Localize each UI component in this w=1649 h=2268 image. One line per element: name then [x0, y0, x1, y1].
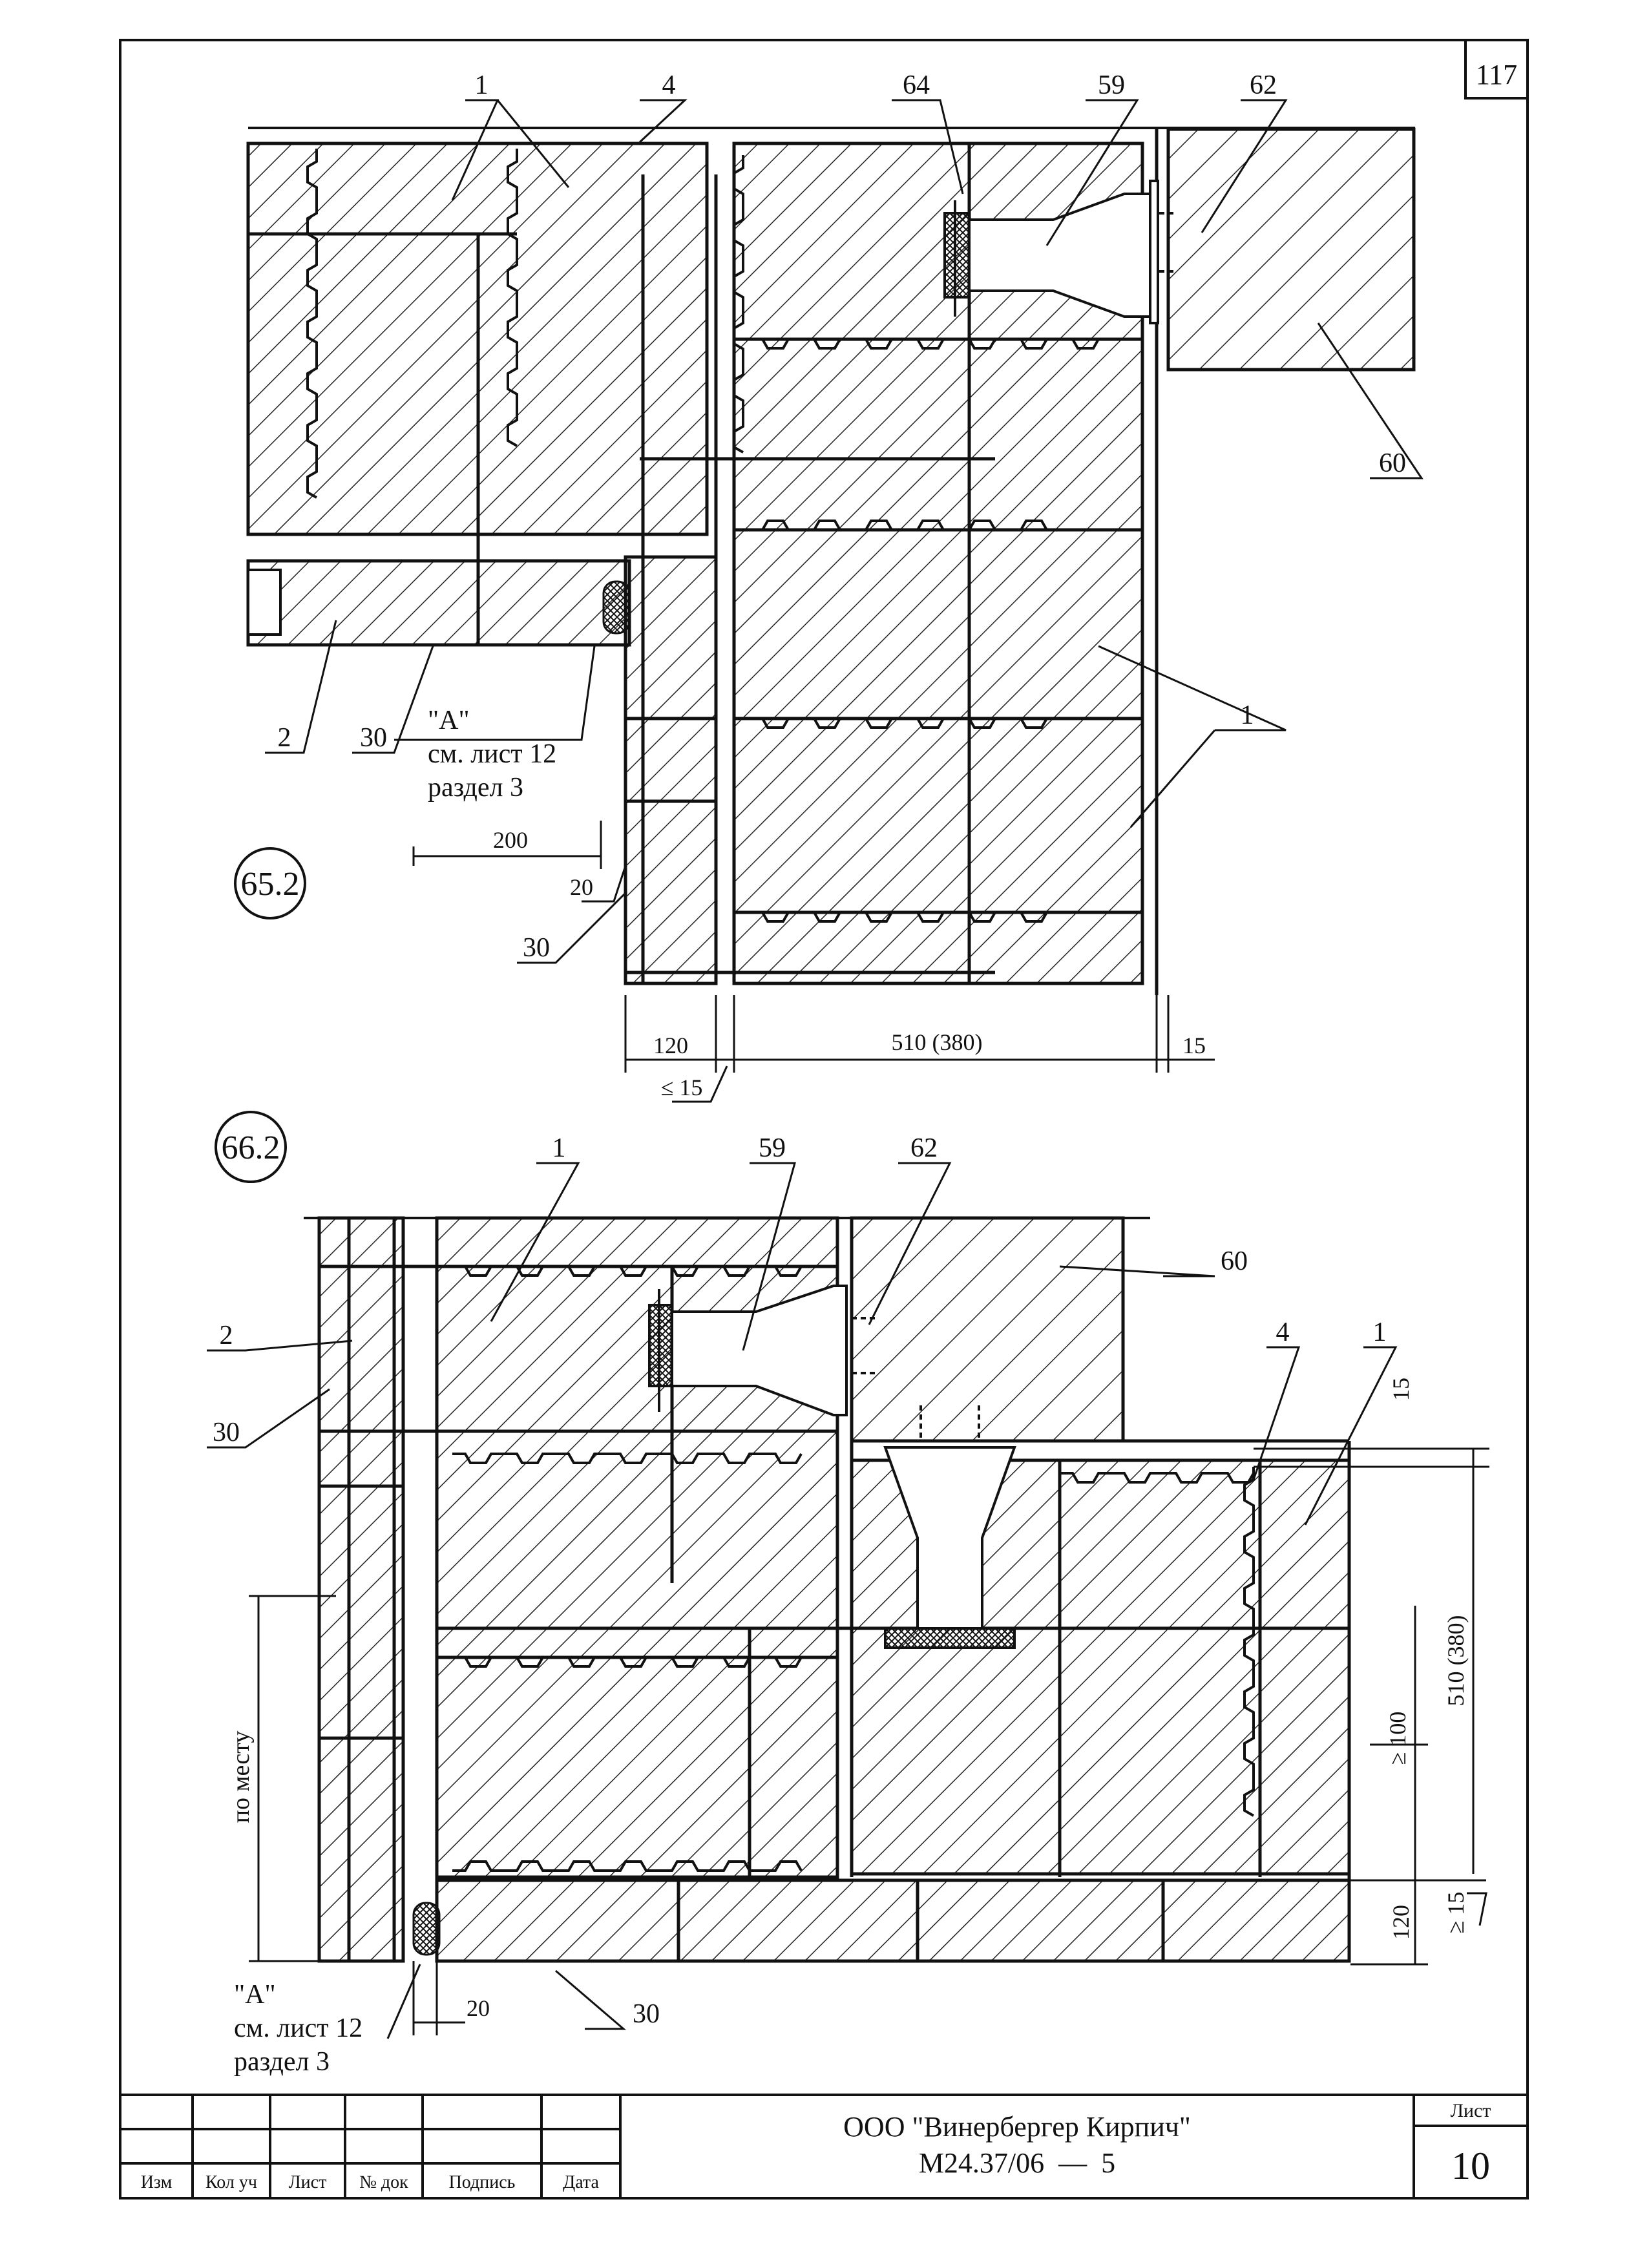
col-kol-uch: Кол уч: [205, 2172, 257, 2192]
dim-510: 510 (380): [892, 1029, 983, 1055]
detail-a-line1: см. лист 12: [428, 739, 556, 769]
col-izm: Изм: [141, 2172, 173, 2192]
dim-200: 200: [493, 827, 528, 853]
sheet-number-top: 117: [1476, 59, 1517, 90]
dim-120: 120: [653, 1033, 688, 1058]
view-65-2-labels: 1 4 64 59 62 60 1 2 30 30 "A" см. лист 1…: [278, 70, 1407, 1100]
anchor-59-lower: [648, 1285, 877, 1416]
callout-30-lower: 30: [523, 933, 550, 963]
callout-2: 2: [278, 723, 291, 753]
callout-62-lower: 62: [910, 1133, 938, 1163]
slab-60-lower: [850, 1216, 1125, 1443]
callout-2-lower: 2: [220, 1321, 233, 1350]
dim-15-lower: 15: [1388, 1378, 1414, 1401]
sheet-number: 10: [1451, 2145, 1490, 2187]
detail-a-line2: раздел 3: [428, 773, 523, 803]
sheet-frame: [119, 39, 1529, 2200]
insulation-wall-left: [317, 1216, 405, 1963]
seal-cord-lower: [412, 1902, 441, 1956]
horizontal-lintel: [246, 559, 631, 647]
dim-15: 15: [1182, 1033, 1206, 1058]
callout-30-bottom: 30: [633, 1999, 660, 2029]
title-company: ООО "Винербергер Кирпич": [843, 2111, 1191, 2143]
callout-1-right: 1: [1241, 700, 1254, 730]
callout-1-upper: 1: [552, 1133, 566, 1163]
detail-a-ref-lower: "A": [234, 1980, 276, 2010]
detail-a-line2-lower: раздел 3: [234, 2047, 330, 2077]
dim-20: 20: [570, 874, 593, 900]
dim-120-lower: 120: [1388, 1905, 1414, 1940]
col-data: Дата: [563, 2172, 599, 2192]
dim-20-lower: 20: [467, 1995, 490, 2021]
title-code: М24.37/06 — 5: [919, 2147, 1115, 2179]
anchor-59: [943, 180, 1173, 324]
col-podpis: Подпись: [449, 2172, 516, 2192]
dim-ge-100: ≥ 100: [1385, 1712, 1411, 1765]
dim-le-15: ≤ 15: [661, 1075, 703, 1100]
sheet-label: Лист: [1451, 2100, 1491, 2121]
col-n-dok: № док: [359, 2172, 408, 2192]
callout-4-lower: 4: [1276, 1318, 1290, 1347]
callout-59-lower: 59: [759, 1133, 786, 1163]
view-66-2: 66.2 1 59 62 60 2 30 4 1 30 "A" см. лист…: [207, 1111, 1489, 2077]
callout-30-left: 30: [213, 1418, 240, 1447]
plate-64: [943, 212, 971, 299]
title-block-columns: Изм Кол уч Лист № док Подпись Дата: [141, 2172, 600, 2192]
block-upper-left: [435, 1216, 839, 1659]
col-list: Лист: [289, 2172, 327, 2192]
view-65-2-circle: [234, 847, 306, 919]
callout-60-lower: 60: [1221, 1246, 1248, 1276]
callout-64: 64: [903, 70, 930, 100]
dim-po-mestu: по месту: [227, 1731, 255, 1823]
view-66-2-labels: 1 59 62 60 2 30 4 1 30 "A" см. лист 12 р…: [213, 1133, 1469, 2077]
dim-510-lower: 510 (380): [1443, 1615, 1469, 1706]
callout-4: 4: [662, 70, 676, 100]
seal-cord: [602, 580, 631, 635]
callout-62: 62: [1250, 70, 1277, 100]
anchor-59-vertical: [879, 1405, 1021, 1649]
insulation-column: [624, 555, 718, 985]
callout-59: 59: [1098, 70, 1125, 100]
callout-1-top: 1: [475, 70, 488, 100]
callout-60: 60: [1379, 448, 1406, 478]
callout-1-lower-right: 1: [1373, 1318, 1387, 1347]
detail-a-ref: "A": [428, 706, 470, 735]
title-block: [120, 2094, 1528, 2198]
block-lower-left: [435, 1655, 839, 1879]
view-66-2-circle: [215, 1111, 287, 1183]
detail-a-line1-lower: см. лист 12: [234, 2013, 362, 2043]
view-65-2: 65.2 1 4 64 59 62 60 1 2 30 30 "A" см. л…: [234, 70, 1423, 1103]
view-65-2-id: 65.2: [241, 866, 300, 903]
callout-30-upper: 30: [360, 723, 387, 753]
insulation-bottom: [435, 1878, 1351, 1963]
view-66-2-id: 66.2: [222, 1129, 280, 1166]
slab-60: [1166, 127, 1416, 372]
dim-ge-15-lower: ≥ 15: [1443, 1892, 1469, 1934]
